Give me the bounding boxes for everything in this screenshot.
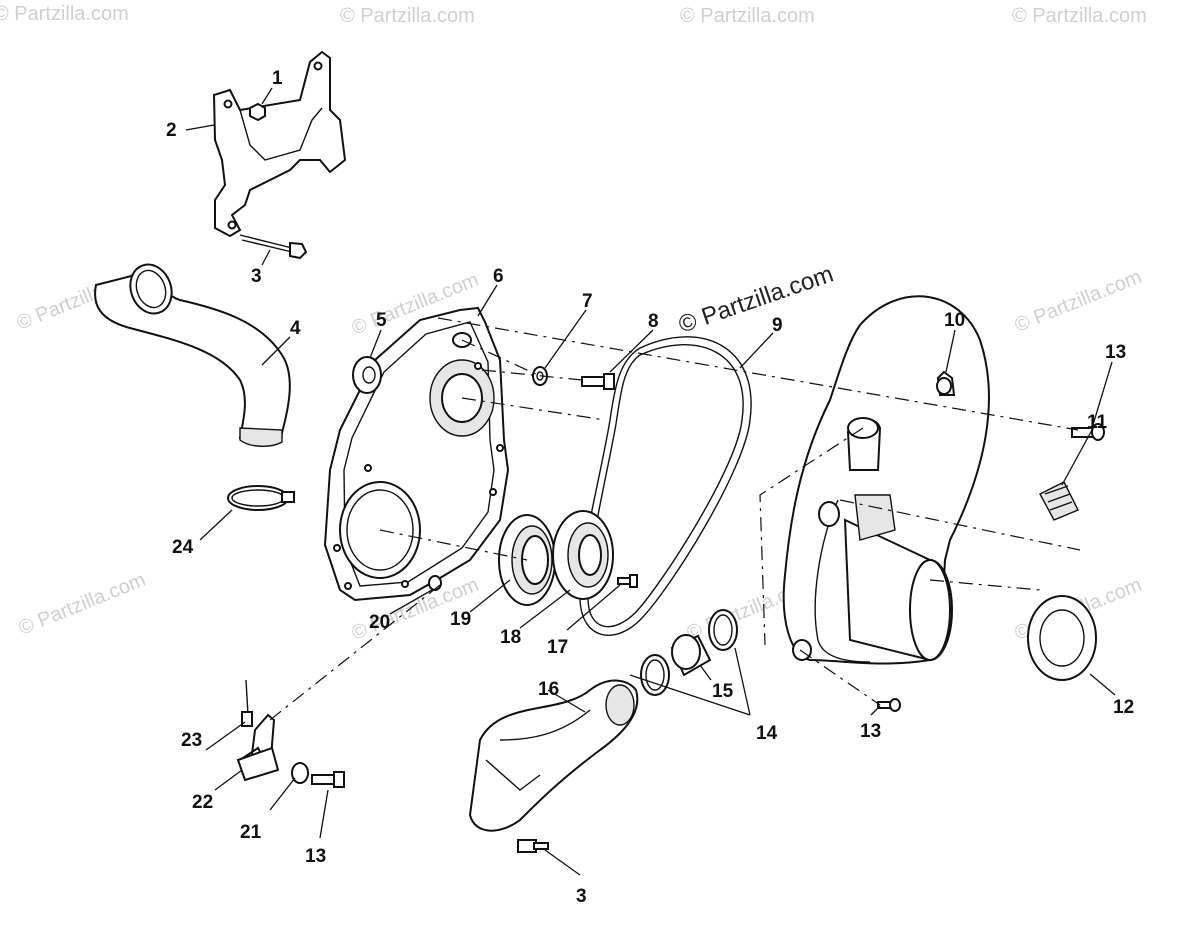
leader-lines xyxy=(185,87,1116,876)
clamp-part xyxy=(227,485,295,511)
callout-21: 21 xyxy=(240,822,262,843)
bolt-lower-part xyxy=(517,839,549,853)
outer-cover-part xyxy=(782,295,990,665)
watermark-faint-4: © Partzilla.com xyxy=(1012,5,1147,27)
stud-part xyxy=(241,679,253,727)
callout-19: 19 xyxy=(450,609,471,630)
inner-cover-part xyxy=(323,306,510,602)
callout-4: 4 xyxy=(290,318,301,339)
washer-tiny-part xyxy=(428,575,442,591)
hose-part xyxy=(94,263,291,447)
drive-belt-part xyxy=(579,336,752,636)
washer-part xyxy=(352,356,382,394)
callout-6: 6 xyxy=(493,266,504,287)
callout-2: 2 xyxy=(166,120,177,141)
screw-part xyxy=(617,574,638,588)
callout-12: 12 xyxy=(1113,697,1134,718)
watermark-main: © Partzilla.com xyxy=(675,260,837,338)
callout-3-lower: 3 xyxy=(576,886,587,907)
screw-right-part xyxy=(1071,423,1105,441)
watermark-faint-7: © Partzilla.com xyxy=(1012,266,1145,337)
callout-20: 20 xyxy=(369,612,390,633)
sensor-bracket-part xyxy=(236,713,280,782)
ring-part xyxy=(1027,595,1097,681)
callout-10: 10 xyxy=(944,310,965,331)
callout-17: 17 xyxy=(547,637,568,658)
decal-part xyxy=(1039,481,1079,521)
watermark-faint-8: © Partzilla.com xyxy=(16,569,149,640)
callout-22: 22 xyxy=(192,792,213,813)
callout-1: 1 xyxy=(272,68,283,89)
watermark-faint-1: © Partzilla.com xyxy=(0,3,129,25)
alignment-lines xyxy=(269,317,1081,721)
callout-8: 8 xyxy=(648,311,659,332)
callout-18: 18 xyxy=(500,627,521,648)
callout-13-lower: 13 xyxy=(860,721,881,742)
callout-13-left: 13 xyxy=(305,846,326,867)
watermark-faint-3: © Partzilla.com xyxy=(680,5,815,27)
callout-11: 11 xyxy=(1087,412,1108,433)
washer-left-part xyxy=(291,762,309,784)
bolt-upper-part xyxy=(239,234,308,260)
bearing-plate-part xyxy=(552,510,614,600)
callout-14: 14 xyxy=(756,723,778,744)
watermark-faint-2: © Partzilla.com xyxy=(340,5,475,27)
coupler-part xyxy=(670,634,712,677)
duct-part xyxy=(468,679,639,832)
callout-9: 9 xyxy=(772,315,783,336)
callout-23: 23 xyxy=(181,730,202,751)
screw-lower-part xyxy=(877,698,901,712)
callout-15: 15 xyxy=(712,681,734,702)
callout-7: 7 xyxy=(582,291,593,312)
callout-3-upper: 3 xyxy=(251,266,262,287)
nut-part xyxy=(249,102,266,122)
callout-labels: 1 2 3 4 5 6 7 8 9 10 11 12 13 13 13 14 1… xyxy=(166,68,1134,907)
bracket-part xyxy=(212,50,347,238)
callout-5: 5 xyxy=(376,310,387,331)
callout-16: 16 xyxy=(538,679,559,700)
bolt-part xyxy=(581,373,615,390)
callout-24: 24 xyxy=(172,537,194,558)
callout-13-right: 13 xyxy=(1105,342,1126,363)
bolt-left-part xyxy=(311,771,345,788)
